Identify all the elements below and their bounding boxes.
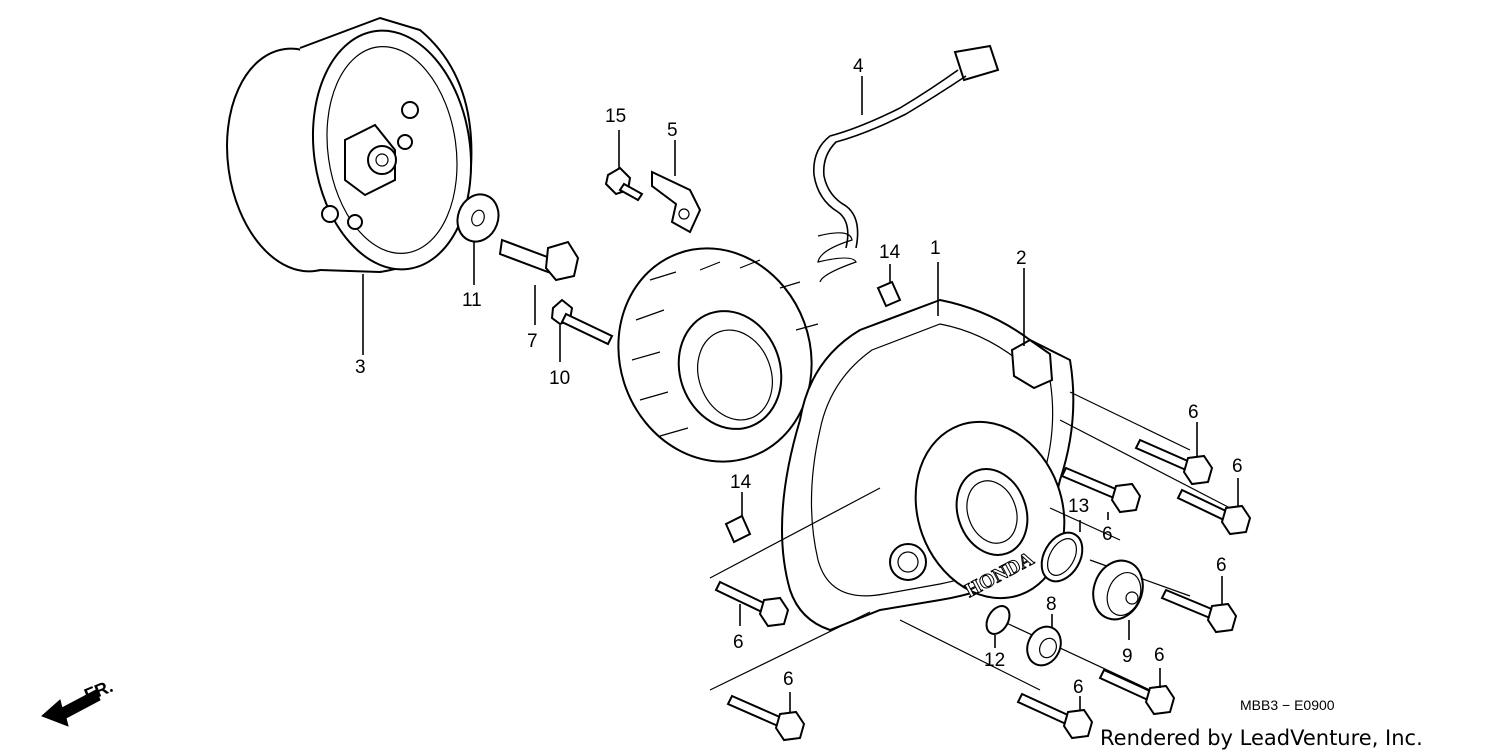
flywheel-part-3[interactable] xyxy=(213,16,486,355)
diagram-code: MBB3 − E0900 xyxy=(1240,697,1335,713)
bolt-part-6-h[interactable] xyxy=(1016,692,1094,740)
callout-14-upper: 14 xyxy=(879,242,901,263)
callout-11: 11 xyxy=(462,290,482,311)
wire-harness-part-4[interactable] xyxy=(813,44,1000,283)
crankcase-cover-part-1[interactable]: HONDA xyxy=(781,262,1088,632)
callout-5: 5 xyxy=(667,120,678,141)
direction-label: FR. xyxy=(81,676,115,705)
dowel-pin-part-14-lower[interactable] xyxy=(724,492,752,544)
bolt-part-6-b[interactable] xyxy=(1060,466,1142,520)
callout-6-b: 6 xyxy=(1232,456,1243,477)
callout-14-lower: 14 xyxy=(730,472,752,493)
callout-13: 13 xyxy=(1068,496,1089,517)
arrow-left-icon xyxy=(41,689,101,727)
callout-3: 3 xyxy=(355,357,366,378)
credit-line: Rendered by LeadVenture, Inc. xyxy=(1100,726,1423,750)
callout-15: 15 xyxy=(605,106,626,127)
callout-10: 10 xyxy=(549,368,570,389)
callout-12: 12 xyxy=(984,650,1005,671)
cover-boss-part-2[interactable] xyxy=(1010,268,1054,390)
cap-part-8[interactable] xyxy=(1021,614,1067,671)
bolt-part-6-d[interactable] xyxy=(1160,576,1238,634)
callout-6-h: 6 xyxy=(1073,677,1084,698)
stator-coil[interactable] xyxy=(589,221,841,489)
dowel-pin-part-14-upper[interactable] xyxy=(876,264,902,308)
front-direction-indicator: FR. xyxy=(41,676,116,727)
bolt-part-6-a[interactable] xyxy=(1134,422,1214,486)
bolt-part-6-f[interactable] xyxy=(1098,668,1176,716)
bolt-part-6-g[interactable] xyxy=(726,692,806,742)
callout-6-c: 6 xyxy=(1102,524,1113,545)
callout-7: 7 xyxy=(527,331,538,352)
plug-cap-part-9[interactable] xyxy=(1085,554,1151,640)
callout-6-e: 6 xyxy=(733,632,744,653)
callout-2: 2 xyxy=(1016,248,1027,269)
o-ring-part-13[interactable] xyxy=(1033,520,1090,589)
callout-6-g: 6 xyxy=(783,669,794,690)
bolt-part-6-c[interactable] xyxy=(1176,478,1252,536)
callout-1: 1 xyxy=(930,238,941,259)
callout-6-a: 6 xyxy=(1188,402,1199,423)
callout-6-d: 6 xyxy=(1216,555,1227,576)
bolt-part-6-e[interactable] xyxy=(714,580,790,628)
washer-part-11[interactable] xyxy=(451,189,505,285)
socket-bolt-part-10[interactable] xyxy=(550,298,614,362)
clamp-part-5[interactable] xyxy=(651,140,702,234)
o-ring-part-12[interactable] xyxy=(982,602,1014,648)
callout-8: 8 xyxy=(1046,594,1057,615)
callout-4: 4 xyxy=(853,56,864,77)
callout-labels: 1 2 3 4 5 6 6 6 6 6 6 6 6 7 8 9 10 11 12… xyxy=(355,56,1243,698)
flange-bolt-part-7[interactable] xyxy=(498,238,580,325)
screw-part-15[interactable] xyxy=(604,130,644,202)
callout-9: 9 xyxy=(1122,646,1133,667)
callout-6-f: 6 xyxy=(1154,645,1165,666)
